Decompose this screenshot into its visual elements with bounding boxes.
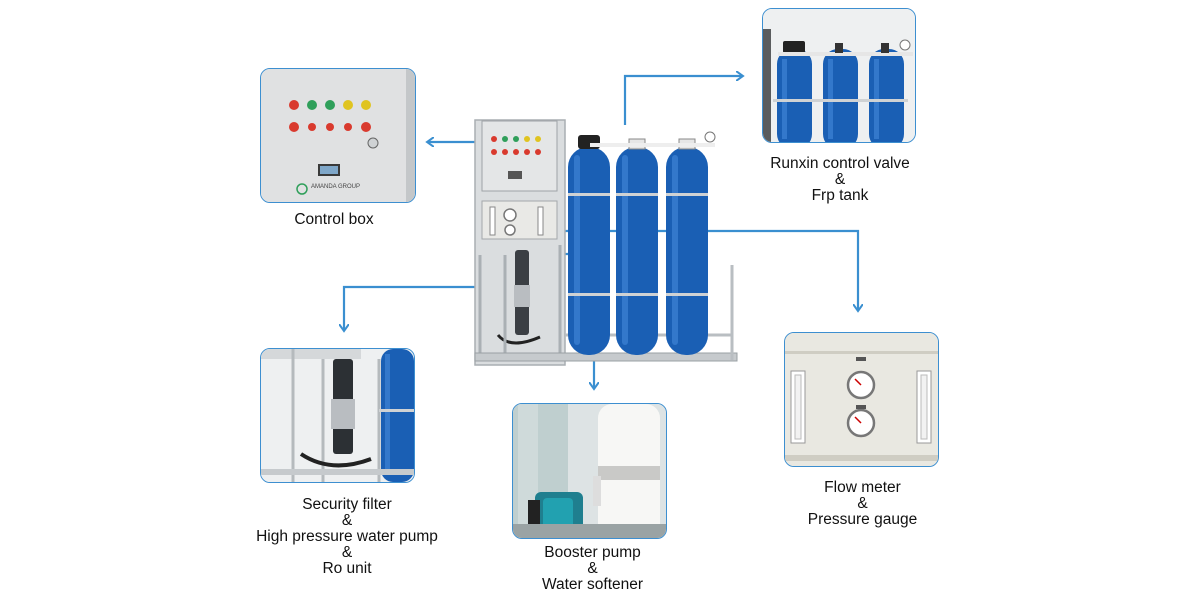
ro-water-treatment-machine	[474, 119, 738, 366]
booster-pump-photo	[512, 403, 667, 539]
control-buttons	[289, 100, 379, 149]
frp-tanks	[568, 147, 708, 355]
arrow-to-valve-tank	[623, 76, 742, 125]
caption-control-box: Control box	[294, 211, 374, 228]
arrow-to-security-filter	[344, 285, 508, 330]
arrow-to-flow-meter	[560, 229, 858, 310]
caption-valve-tank: Runxin control valve & Frp tank	[770, 155, 910, 204]
caption-security-filter: Security filter & High pressure water pu…	[256, 496, 438, 577]
pressure-gauges	[846, 357, 876, 438]
security-filter-photo	[260, 348, 415, 483]
control-panel-buttons	[491, 136, 541, 155]
flow-meter-photo	[784, 332, 939, 467]
valve-tank-photo	[762, 8, 916, 143]
caption-flow-meter: Flow meter & Pressure gauge	[807, 479, 918, 528]
caption-booster-pump: Booster pump & Water softener	[541, 544, 644, 593]
control-box-photo: AMANDA GROUP	[260, 68, 416, 203]
flow-meter-tubes	[790, 370, 932, 444]
brand-label: AMANDA GROUP	[311, 184, 361, 190]
